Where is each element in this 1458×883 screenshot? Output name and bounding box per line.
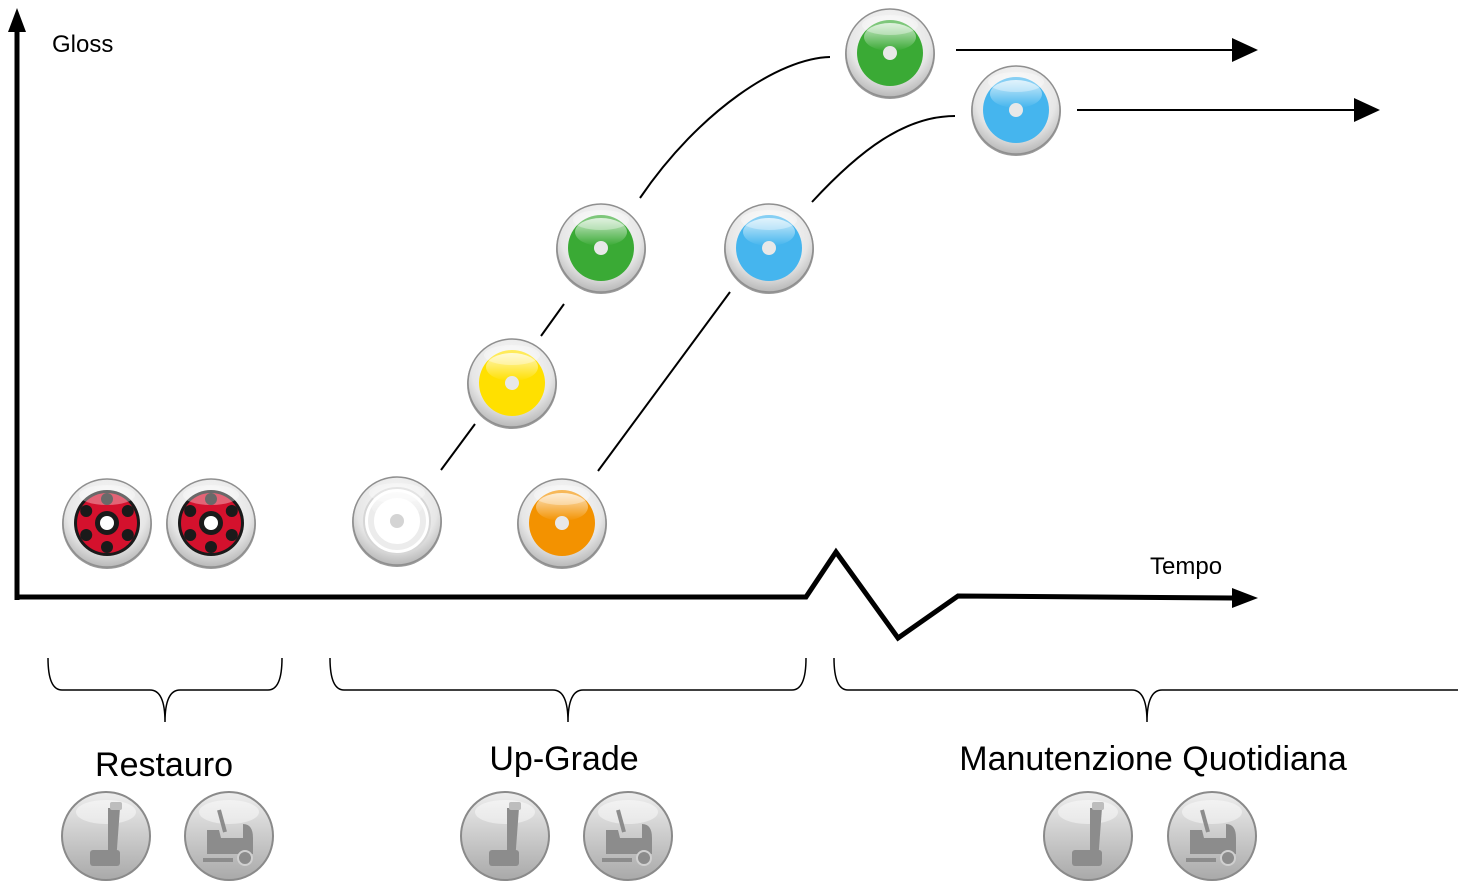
sequence-b-path: [597, 115, 956, 472]
blue-pad-icon: [724, 203, 814, 294]
x-axis-label: Tempo: [1150, 553, 1222, 580]
phase-label-up-grade: Up-Grade: [489, 740, 638, 778]
yellow-pad-icon: [467, 338, 557, 429]
y-axis-label: Gloss: [52, 31, 113, 58]
red-diamond-pad-icon: [62, 478, 152, 569]
red-diamond-pad-icon: [166, 478, 256, 569]
white-pad-icon: [352, 476, 442, 567]
phase-label-restauro: Restauro: [95, 746, 233, 784]
scrubber-dryer-icon: [184, 791, 274, 881]
phase-braces: [47, 657, 1458, 723]
scrubber-dryer-icon: [1167, 791, 1257, 881]
brace-up-grade: [329, 657, 807, 723]
scrubber-dryer-icon: [583, 791, 673, 881]
maintenance-arrow-green: [956, 38, 1258, 62]
orange-pad-icon: [517, 478, 607, 569]
maintenance-arrow-blue: [1077, 98, 1380, 122]
y-axis: [8, 8, 26, 600]
single-disc-machine-icon: [460, 791, 550, 881]
x-axis: [17, 547, 1258, 642]
sequence-a-path: [440, 56, 831, 471]
brace-manutenzione: [833, 657, 1458, 723]
green-pad-icon: [845, 8, 935, 99]
blue-pad-icon: [971, 65, 1061, 156]
brace-restauro: [47, 657, 283, 723]
pads-layer: [62, 8, 1061, 569]
phase-label-manutenzione: Manutenzione Quotidiana: [959, 740, 1347, 778]
single-disc-machine-icon: [61, 791, 151, 881]
green-pad-icon: [556, 203, 646, 294]
machines-layer: [61, 791, 1257, 881]
single-disc-machine-icon: [1043, 791, 1133, 881]
